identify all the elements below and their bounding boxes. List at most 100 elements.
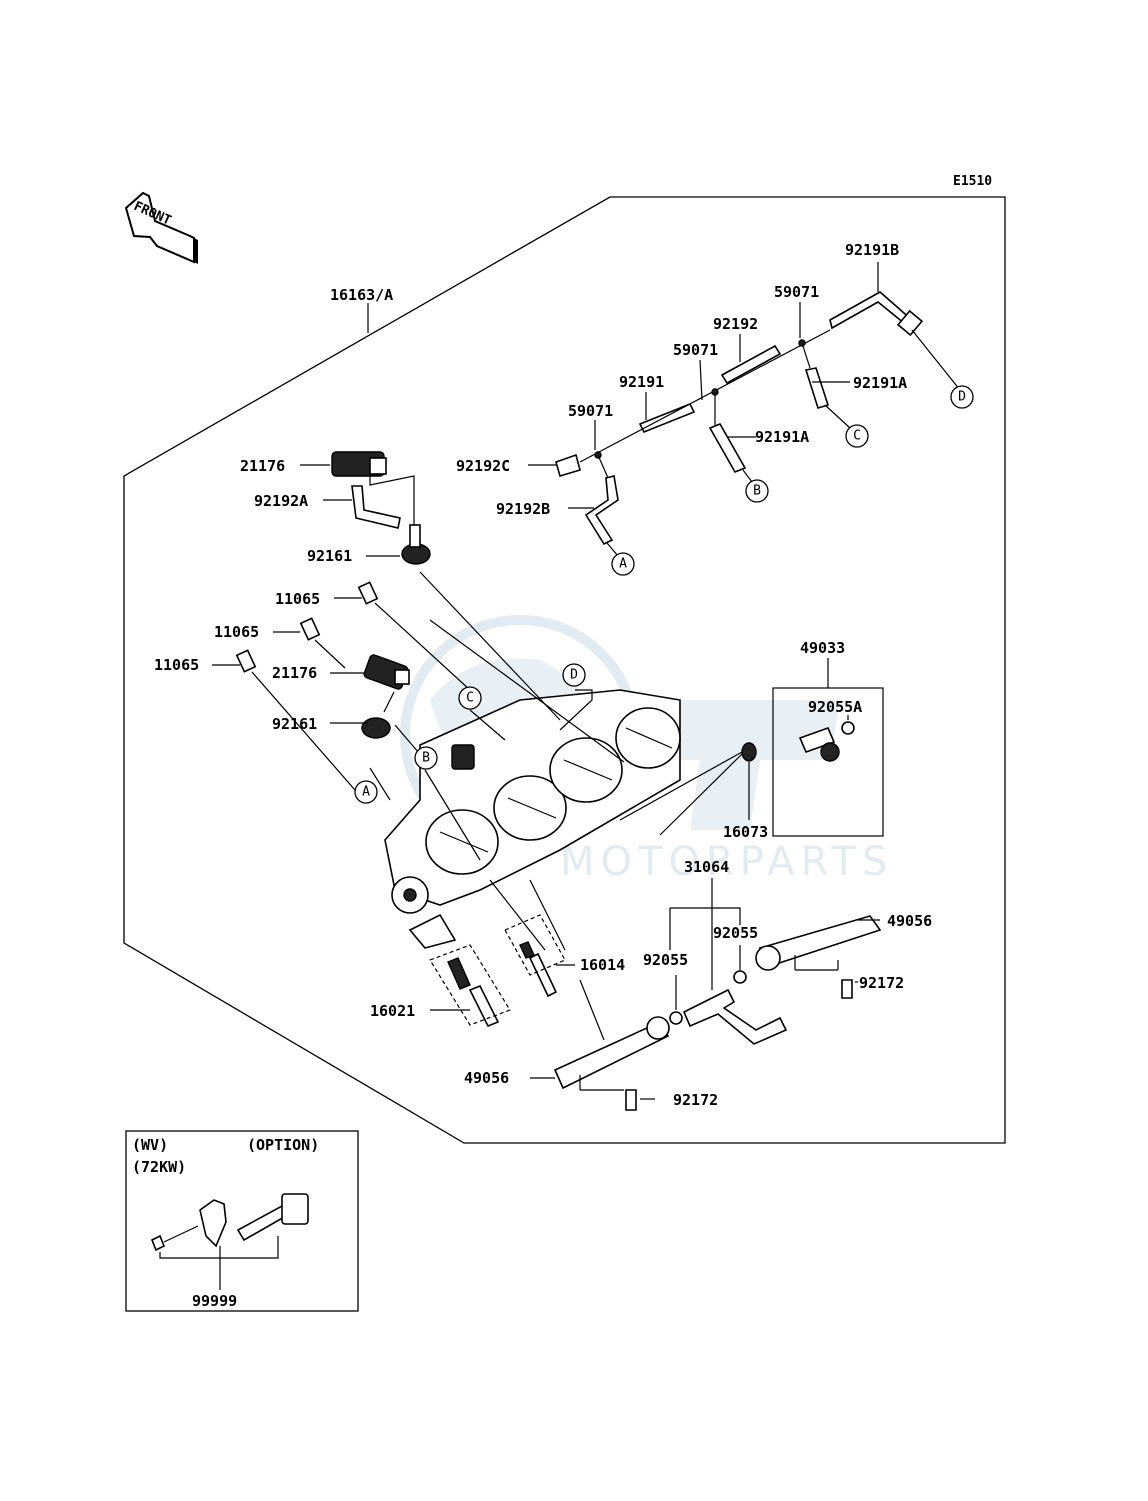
callout-49056-right: 49056 — [887, 912, 932, 930]
callout-92055-a: 92055 — [643, 951, 688, 969]
callout-92161-mid: 92161 — [272, 715, 317, 733]
hose-92191B-end — [896, 309, 924, 337]
throttle-connector — [451, 744, 475, 770]
callout-92192A: 92192A — [254, 492, 308, 510]
plug-11065-a-shape — [357, 581, 379, 605]
callout-92191B: 92191B — [845, 241, 899, 259]
watermark-text: MOTORPARTS — [560, 839, 893, 885]
hose-92192A-shape — [351, 485, 401, 529]
assembly-frame — [123, 196, 1006, 1144]
oring-housing-shape — [798, 726, 836, 754]
plug-11065-b-shape — [299, 617, 321, 641]
rail-49056-left-end — [646, 1016, 670, 1040]
throttle-linkage — [408, 913, 457, 949]
callout-21176-mid: 21176 — [272, 664, 317, 682]
front-arrow-shadow — [194, 238, 198, 264]
hose-92192B-shape — [584, 475, 619, 546]
ref-d-mid: D — [562, 663, 586, 687]
callout-92172-left: 92172 — [673, 1091, 718, 1109]
callout-11065-c: 11065 — [154, 656, 199, 674]
callout-59071-left: 59071 — [568, 402, 613, 420]
ref-a-mid-label: A — [362, 785, 370, 800]
ref-c-top-label: C — [853, 429, 861, 444]
callout-92192B: 92192B — [496, 500, 550, 518]
throttle-body-assembly — [384, 571, 681, 949]
option-box-option: (OPTION) — [247, 1136, 319, 1154]
holder-92161-mid-shape — [361, 717, 391, 739]
rail-49056-right-end — [755, 945, 781, 971]
oring-16073-shape — [741, 742, 757, 762]
ref-c-mid: C — [458, 686, 482, 710]
hose-92192-shape — [720, 344, 782, 385]
callout-59071-mid: 59071 — [673, 341, 718, 359]
upper-sensor-group — [331, 451, 431, 565]
callout-leaders — [212, 262, 879, 724]
sensor-21176-top-connector — [369, 457, 387, 475]
callout-16021: 16021 — [370, 1002, 415, 1020]
holder-92161-top-stem — [409, 524, 421, 548]
kit-49033-group — [619, 658, 884, 837]
throttle-bore-3 — [549, 737, 623, 803]
hose-network — [555, 291, 961, 557]
hose-92191A-right-shape — [804, 367, 830, 409]
callout-92161-top: 92161 — [307, 547, 352, 565]
throttle-bore-2 — [493, 775, 567, 841]
callout-92192C: 92192C — [456, 457, 510, 475]
screw-92172-left-shape — [625, 1089, 637, 1111]
callout-92192: 92192 — [713, 315, 758, 333]
ref-d-top-label: D — [958, 390, 966, 405]
mid-sensor-group — [361, 654, 410, 739]
ref-b-top-label: B — [753, 484, 761, 499]
oring-housing-nut — [820, 742, 840, 762]
callouts: 16163/A 92191B 59071 92192 59071 92191 9… — [154, 241, 932, 1109]
callout-31064: 31064 — [684, 858, 729, 876]
screw-92172-right-shape — [841, 979, 853, 999]
fuel-rail-group — [530, 878, 882, 1111]
screw-16021-shape — [468, 984, 500, 1028]
option-box: (WV) (OPTION) (72KW) 99999 — [125, 1130, 359, 1312]
screw-16021-spring — [447, 957, 471, 990]
reference-markers: D C B A D C B A — [354, 385, 974, 804]
screw-group — [429, 879, 575, 1028]
callout-11065-b: 11065 — [214, 623, 259, 641]
kit-49033-box — [772, 687, 884, 837]
ref-d-mid-label: D — [570, 668, 578, 683]
screw-16014-spring — [519, 941, 535, 959]
callout-92055-b: 92055 — [713, 924, 758, 942]
oring-92055-b-shape — [733, 970, 747, 984]
plug-11065-c-shape — [235, 649, 257, 673]
hose-92192C-shape — [555, 453, 581, 477]
option-screw-shape — [150, 1234, 166, 1252]
ref-b-mid: B — [414, 746, 438, 770]
option-box-part: 99999 — [192, 1292, 237, 1310]
throttle-pulley-hub — [403, 888, 417, 902]
callout-11065-a: 11065 — [275, 590, 320, 608]
rail-49056-left-shape — [553, 1020, 670, 1090]
sensor-21176-mid-connector — [394, 669, 410, 685]
callout-16014: 16014 — [580, 956, 625, 974]
callout-16073: 16073 — [723, 823, 768, 841]
diagram-code: E1510 — [953, 174, 992, 189]
ref-a-mid: A — [354, 780, 378, 804]
option-box-frame — [125, 1130, 359, 1312]
throttle-bore-1 — [425, 809, 499, 875]
hose-line-main — [579, 329, 831, 463]
ref-b-mid-label: B — [422, 751, 430, 766]
front-arrow: FRONT — [124, 191, 198, 264]
option-box-model: (WV) — [132, 1136, 168, 1154]
option-harness-connector — [281, 1193, 309, 1225]
callout-16163A: 16163/A — [330, 286, 393, 304]
oring-92055-a-shape — [669, 1011, 683, 1025]
watermark-logo-shape — [640, 700, 840, 830]
plug-group — [235, 581, 471, 791]
callout-49033: 49033 — [800, 639, 845, 657]
callout-92055A: 92055A — [808, 698, 862, 716]
hose-92191A-mid-shape — [708, 422, 747, 474]
callout-92191A-mid: 92191A — [755, 428, 809, 446]
callout-49056-left: 49056 — [464, 1069, 509, 1087]
option-plate-shape — [199, 1199, 227, 1248]
hose-92191-shape — [638, 402, 696, 434]
callout-92172-right: 92172 — [859, 974, 904, 992]
ref-c-top: C — [845, 424, 869, 448]
